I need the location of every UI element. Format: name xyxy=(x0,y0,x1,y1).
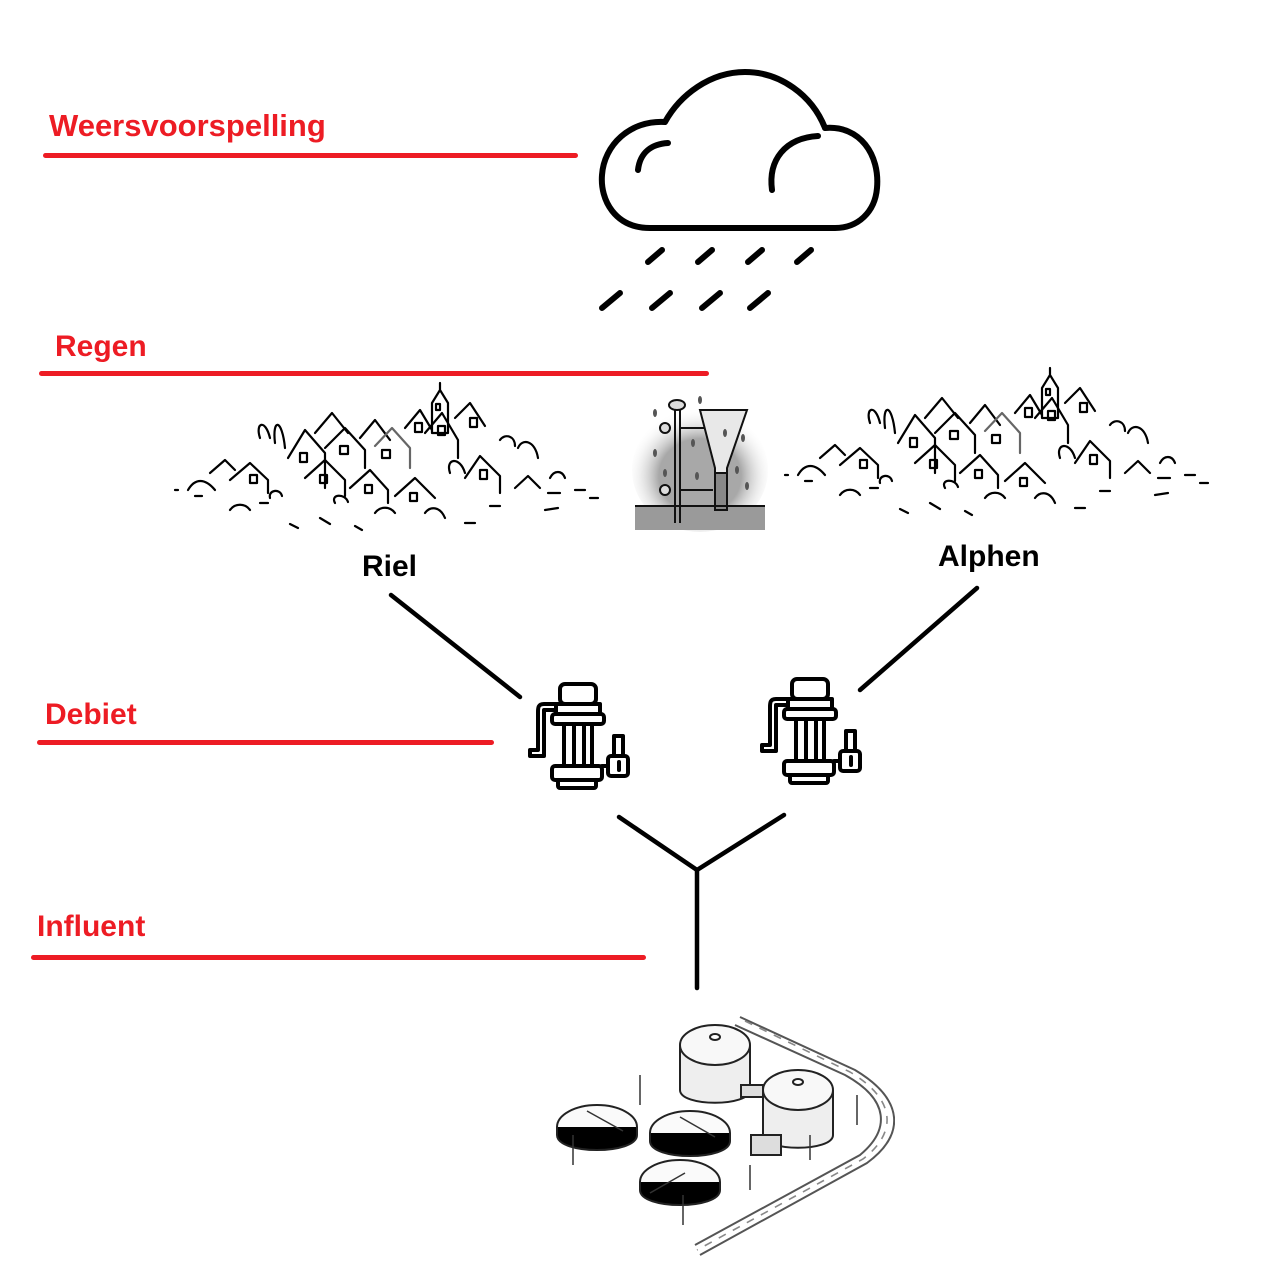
village-sketch-icon-alphen xyxy=(783,366,1210,517)
stage-label-regen: Regen xyxy=(55,330,147,363)
stage-label-debiet: Debiet xyxy=(45,698,137,731)
stage-label-influent: Influent xyxy=(37,910,146,943)
stage-divider-influent xyxy=(31,955,646,960)
submersible-pump-icon-left xyxy=(528,682,630,790)
connector-alphen-to-pump xyxy=(857,585,980,693)
town-label-alphen: Alphen xyxy=(938,540,1040,573)
wastewater-treatment-plant-icon xyxy=(556,1016,895,1256)
village-sketch-icon-riel xyxy=(173,381,600,532)
stage-divider-weersvoorspelling xyxy=(43,153,578,158)
rain-cloud-icon xyxy=(598,69,881,311)
connector-right-pump-to-junction xyxy=(694,812,787,873)
connector-riel-to-pump xyxy=(388,592,523,700)
rain-gauge-icon xyxy=(632,396,768,532)
connector-left-pump-to-junction xyxy=(616,814,700,873)
town-label-riel: Riel xyxy=(362,550,418,583)
submersible-pump-icon-right xyxy=(760,677,862,785)
stage-divider-debiet xyxy=(37,740,494,745)
stage-divider-regen xyxy=(39,371,709,376)
stage-label-weersvoorspelling: Weersvoorspelling xyxy=(49,108,326,143)
